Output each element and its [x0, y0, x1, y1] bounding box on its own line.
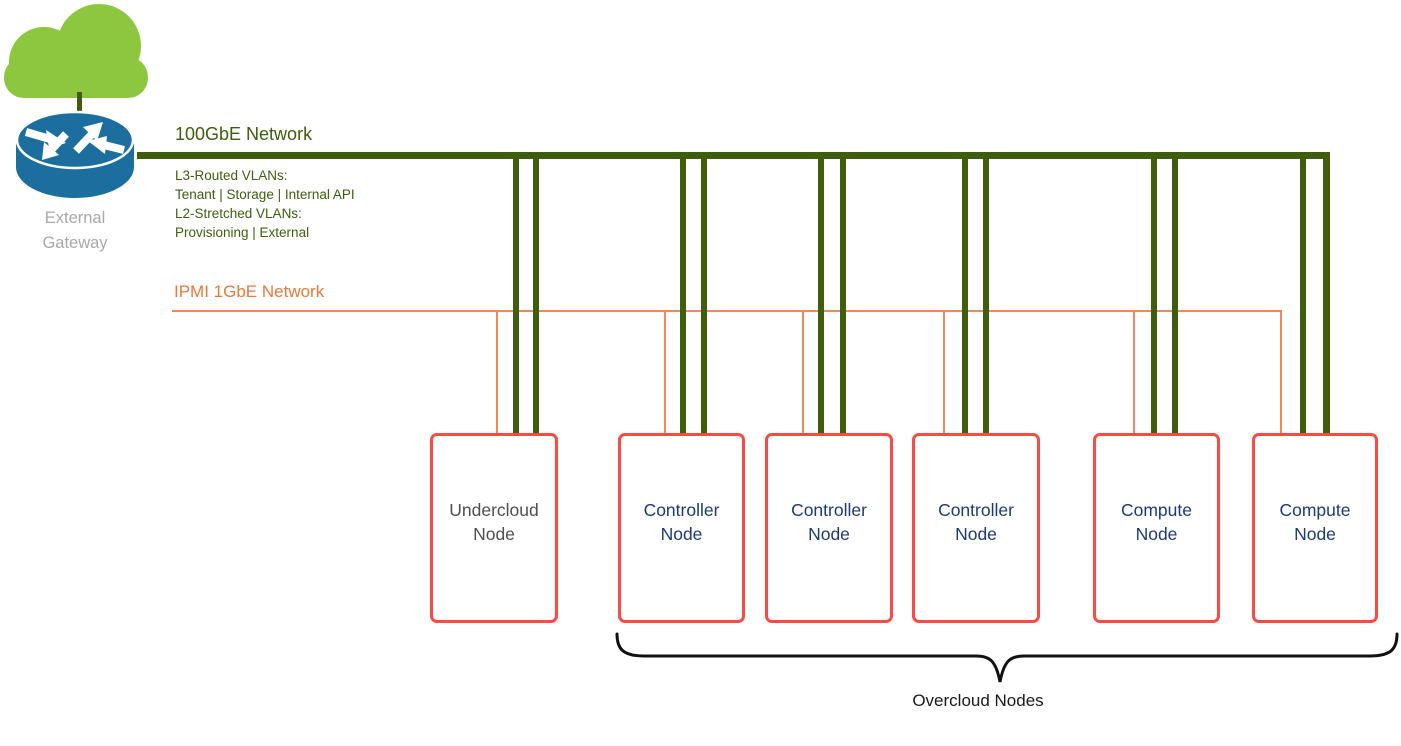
cloud-icon	[4, 4, 148, 98]
100gbe-drop-undercloud-b	[533, 155, 539, 435]
controller-node-1-label: Controller Node	[643, 500, 720, 544]
100gbe-drop-controller-2-a	[818, 155, 824, 435]
100gbe-drop-compute-2-a	[1300, 155, 1306, 435]
ipmi-drop-compute-1	[1133, 311, 1135, 435]
compute-node-2-label: Compute Node	[1279, 500, 1351, 544]
100gbe-drop-controller-3-b	[983, 155, 989, 435]
compute-node-2-box: Compute Node	[1252, 433, 1378, 623]
ipmi-drop-compute-2	[1280, 310, 1282, 435]
100gbe-network-label: 100GbE Network	[175, 124, 313, 144]
ipmi-drop-controller-2	[802, 311, 804, 435]
100gbe-drop-undercloud-a	[513, 155, 519, 435]
ipmi-network-label: IPMI 1GbE Network	[174, 282, 325, 301]
controller-node-2-label: Controller Node	[791, 500, 867, 544]
100gbe-drop-controller-1-a	[680, 155, 686, 435]
100gbe-drop-controller-2-b	[840, 155, 846, 435]
router-icon	[15, 110, 135, 198]
ipmi-drop-controller-3	[943, 311, 945, 435]
compute-node-1-label: Compute Node	[1120, 500, 1192, 544]
vlan-line-l2: L2-Stretched VLANs:	[175, 206, 302, 221]
ipmi-trunk-line	[172, 310, 1282, 312]
ipmi-drop-controller-1	[664, 311, 666, 435]
vlan-annotation: L3-Routed VLANs: Tenant | Storage | Inte…	[175, 166, 355, 242]
controller-node-3-box: Controller Node	[912, 433, 1040, 623]
vlan-line-l3: L3-Routed VLANs:	[175, 168, 288, 183]
100gbe-drop-controller-1-b	[701, 155, 707, 435]
cloud-router-link	[77, 92, 82, 120]
undercloud-node-label: Undercloud Node	[449, 500, 539, 544]
100gbe-drop-compute-2-b	[1323, 152, 1330, 435]
external-gateway-label: External Gateway	[42, 209, 108, 252]
ipmi-drop-undercloud	[496, 311, 498, 435]
controller-node-1-box: Controller Node	[618, 433, 745, 623]
overcloud-nodes-label: Overcloud Nodes	[912, 691, 1044, 710]
vlan-line-l3-list: Tenant | Storage | Internal API	[175, 187, 355, 202]
vlan-line-l2-list: Provisioning | External	[175, 225, 310, 240]
100gbe-trunk-line	[137, 152, 1330, 159]
undercloud-node-box: Undercloud Node	[430, 433, 558, 623]
100gbe-drop-compute-1-a	[1151, 155, 1157, 435]
100gbe-drop-compute-1-b	[1172, 155, 1178, 435]
100gbe-drop-controller-3-a	[962, 155, 968, 435]
compute-node-1-box: Compute Node	[1093, 433, 1220, 623]
overcloud-brace	[615, 632, 1399, 683]
controller-node-2-box: Controller Node	[765, 433, 893, 623]
controller-node-3-label: Controller Node	[938, 500, 1014, 544]
